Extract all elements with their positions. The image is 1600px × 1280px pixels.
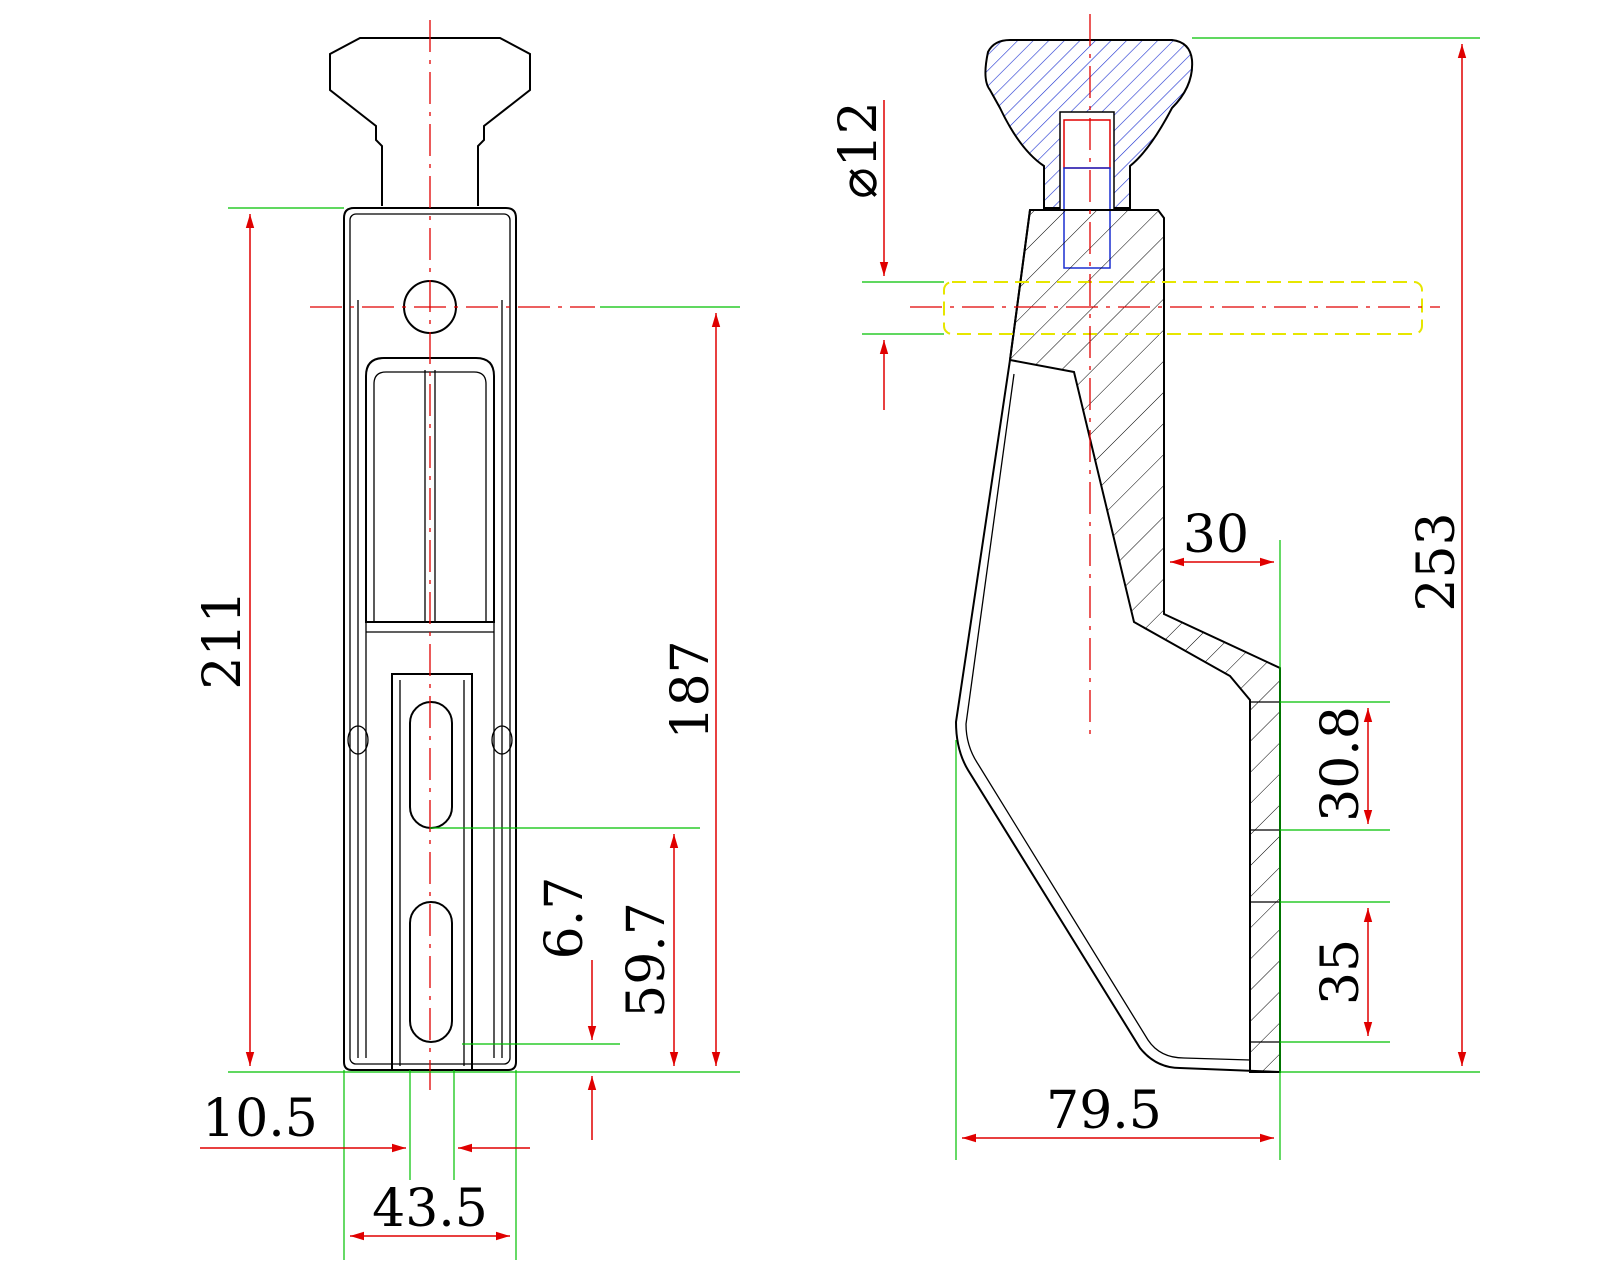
- side-pin: [943, 281, 1423, 335]
- dim-label-187: 187: [661, 640, 721, 739]
- dim-label-30-8: 30.8: [1311, 706, 1371, 822]
- dim-label-59-7: 59.7: [617, 902, 677, 1018]
- dim-label-d12: ⌀12: [829, 101, 889, 198]
- front-upper-window: [365, 357, 495, 623]
- front-slot-lower: [409, 901, 453, 1043]
- dimension-labels: 211 187 59.7 6.7 10.5 43.5 ⌀12 253 30 30…: [193, 101, 1467, 1239]
- front-view: [310, 20, 595, 1090]
- front-body-outline: [343, 207, 517, 1071]
- front-detent-right: [491, 725, 513, 755]
- side-shell-outline: [954, 209, 1281, 1073]
- front-slot-upper: [409, 701, 453, 829]
- side-view: [910, 14, 1440, 1073]
- front-slider-plate: [391, 673, 473, 1071]
- dim-label-10-5: 10.5: [202, 1089, 318, 1149]
- dim-label-30: 30: [1183, 505, 1249, 565]
- extension-lines: [228, 37, 1480, 1260]
- dim-label-211: 211: [193, 590, 253, 689]
- dim-label-253: 253: [1407, 512, 1467, 611]
- side-shell-inner: [965, 373, 1251, 1061]
- dimension-lines: [200, 44, 1467, 1241]
- dim-label-6-7: 6.7: [535, 877, 595, 960]
- side-body-section: [1008, 209, 1281, 1073]
- dim-label-35: 35: [1311, 939, 1371, 1005]
- side-threaded-insert: [1059, 111, 1115, 211]
- dim-label-43-5: 43.5: [372, 1179, 488, 1239]
- front-detent-left: [347, 725, 369, 755]
- dim-label-79-5: 79.5: [1046, 1081, 1162, 1141]
